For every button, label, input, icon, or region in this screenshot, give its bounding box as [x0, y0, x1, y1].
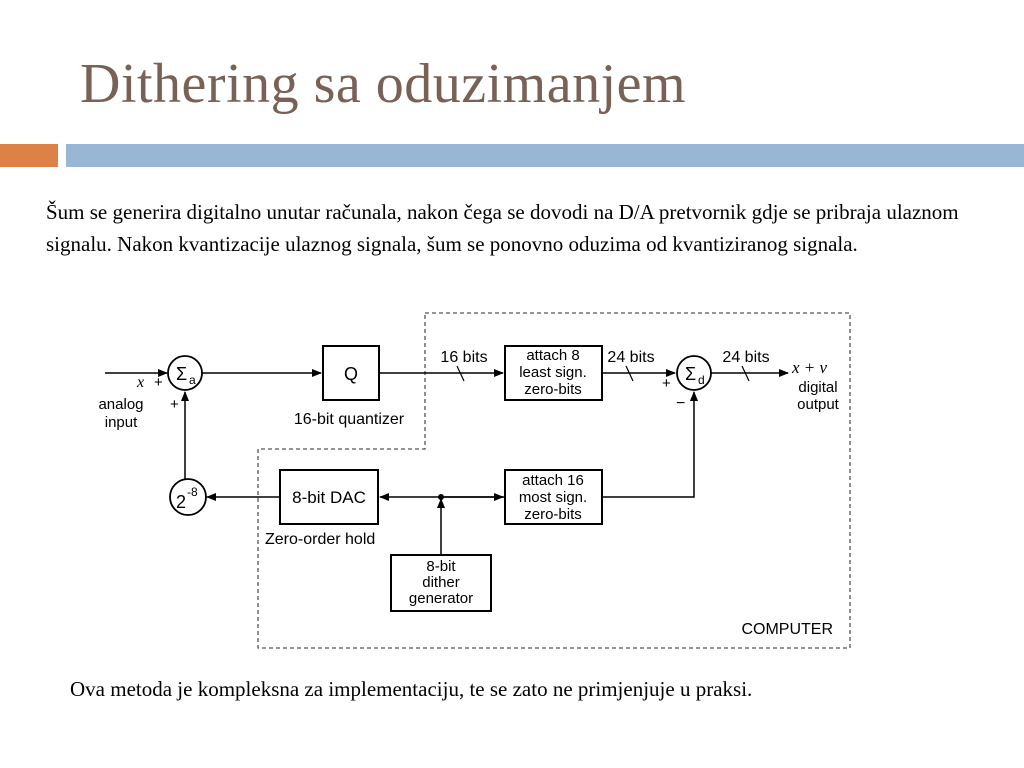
tick-24bits-a — [625, 365, 634, 382]
wire-attach16-sumd — [602, 391, 698, 498]
tick-16bits — [456, 365, 465, 382]
attach8-line1: attach 8 — [526, 347, 579, 364]
bits-24-b-label: 24 bits — [722, 349, 769, 366]
sum-a-plus-bottom: + — [170, 396, 179, 413]
sum-a-sub: a — [189, 373, 196, 387]
attach16-line1: attach 16 — [522, 472, 584, 489]
sum-d-plus: + — [662, 375, 671, 392]
dither-line2: dither — [422, 574, 460, 591]
computer-label: COMPUTER — [741, 621, 833, 638]
accent-bar-orange — [0, 144, 58, 167]
gain-node — [169, 478, 207, 516]
slide-title: Dithering sa oduzimanjem — [80, 53, 687, 115]
sum-d-sigma: Σ — [685, 364, 696, 384]
input-plus-label: + — [154, 374, 163, 391]
sum-d-sub: d — [698, 373, 705, 387]
accent-bar-blue — [66, 144, 1024, 167]
dac-label: 8-bit DAC — [292, 488, 366, 507]
quantizer-caption: 16-bit quantizer — [294, 411, 405, 428]
computer-boundary — [257, 312, 851, 649]
dither-line3: generator — [409, 590, 473, 607]
attach16-box — [504, 469, 603, 525]
sum-a-sigma: Σ — [176, 364, 187, 384]
dac-caption: Zero-order hold — [265, 531, 375, 548]
output-label-1: digital — [798, 379, 837, 396]
attach16-line2: most sign. — [519, 489, 587, 506]
attach16-line3: zero-bits — [524, 506, 582, 523]
gain-exponent: -8 — [187, 485, 198, 499]
dither-generator-box — [390, 554, 492, 612]
conclusion-paragraph: Ova metoda je kompleksna za implementaci… — [70, 677, 753, 701]
attach8-line3: zero-bits — [524, 381, 582, 398]
output-label-2: output — [797, 396, 840, 413]
tick-24bits-b — [741, 365, 750, 382]
sum-d-minus: − — [676, 395, 685, 412]
dither-line1: 8-bit — [426, 558, 456, 575]
bits-24-a-label: 24 bits — [607, 349, 654, 366]
intro-paragraph: Šum se generira digitalno unutar računal… — [46, 200, 959, 256]
analog-input-label-1: analog — [98, 396, 143, 413]
output-symbol: x + ν — [791, 358, 828, 377]
quantizer-label: Q — [344, 364, 358, 384]
gain-base: 2 — [176, 492, 186, 512]
bits-16-label: 16 bits — [440, 349, 487, 366]
attach8-box — [504, 345, 603, 401]
analog-input-label-2: input — [105, 414, 138, 431]
input-x-label: x — [136, 374, 144, 391]
attach8-line2: least sign. — [519, 364, 587, 381]
